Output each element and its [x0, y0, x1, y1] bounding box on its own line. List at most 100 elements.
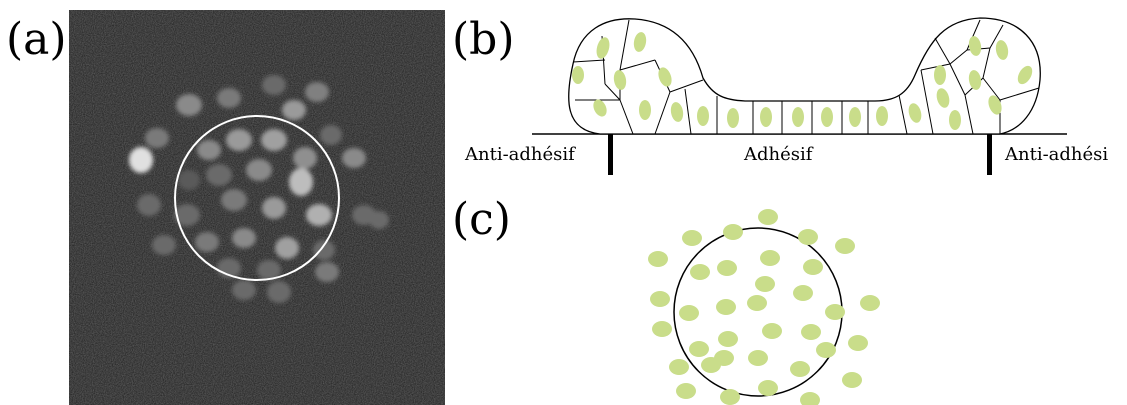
micrograph-nucleus	[315, 262, 339, 282]
diagram-nucleus	[727, 108, 739, 128]
micrograph-image	[69, 10, 445, 405]
top-view-nucleus	[762, 323, 782, 339]
region-label-adhesif: Adhésif	[743, 144, 814, 165]
micrograph-nucleus	[195, 232, 219, 252]
top-view-nucleus	[803, 259, 823, 275]
micrograph-nucleus	[232, 228, 256, 248]
diagram-nucleus	[995, 40, 1009, 60]
top-view-nucleus	[860, 295, 880, 311]
panel-a-label: (a)	[6, 14, 67, 65]
diagram-nuclei	[572, 32, 1033, 130]
adhesive-disk-outline	[673, 227, 843, 397]
micrograph-nucleus	[305, 82, 329, 102]
micrograph-nucleus	[293, 147, 317, 169]
top-view-nuclei	[648, 209, 880, 405]
top-view-nucleus	[701, 357, 721, 373]
boundary-bar-right	[987, 134, 992, 175]
diagram-nucleus	[949, 110, 961, 130]
diagram-nucleus	[633, 32, 647, 52]
top-view-nucleus	[842, 372, 862, 388]
diagram-nucleus	[670, 102, 684, 122]
micrograph-nucleus	[257, 260, 281, 280]
top-view-nucleus	[798, 229, 818, 245]
top-view-nucleus	[758, 380, 778, 396]
top-view-nucleus	[716, 299, 736, 315]
micrograph-nucleus	[226, 129, 252, 151]
region-label-anti-adhesif-left: Anti-adhésif	[464, 144, 576, 165]
micrograph-nucleus	[261, 129, 287, 151]
micrograph-nucleus	[262, 197, 286, 219]
diagram-nucleus	[908, 103, 922, 123]
top-view-nucleus	[747, 295, 767, 311]
diagram-nucleus	[968, 36, 982, 56]
top-view-nucleus	[825, 304, 845, 320]
micrograph-nucleus	[267, 281, 291, 303]
micrograph-nucleus	[129, 147, 153, 173]
top-view-nucleus	[816, 342, 836, 358]
micrograph-nucleus	[320, 125, 342, 145]
top-view-nucleus	[835, 238, 855, 254]
top-view-nucleus	[717, 260, 737, 276]
diagram-nucleus	[876, 106, 888, 126]
micrograph-nucleus	[289, 168, 313, 196]
micrograph-nucleus	[174, 204, 200, 226]
top-view-nucleus	[758, 209, 778, 225]
micrograph-nucleus	[221, 189, 247, 211]
diagram-nucleus	[849, 107, 861, 127]
micrograph-nucleus	[313, 240, 335, 260]
diagram-nucleus	[613, 70, 627, 90]
diagram-nucleus	[697, 106, 709, 126]
boundary-bar-left	[608, 134, 613, 175]
region-label-anti-adhesif-right: Anti-adhési	[1004, 144, 1108, 165]
micrograph-nucleus	[262, 75, 286, 95]
micrograph-nucleus	[306, 204, 332, 226]
micrograph-nucleus	[197, 140, 221, 160]
top-view-nucleus	[720, 389, 740, 405]
top-view-nucleus	[682, 230, 702, 246]
top-view-nucleus	[801, 324, 821, 340]
micrograph-nucleus	[282, 100, 306, 120]
diagram-nucleus	[934, 65, 946, 85]
micrograph-nucleus	[232, 280, 256, 300]
top-view-nucleus	[676, 383, 696, 399]
diagram-nucleus	[593, 99, 607, 117]
diagram-nucleus	[658, 67, 672, 87]
diagram-nucleus	[596, 37, 610, 59]
diagram-nucleus	[968, 70, 982, 90]
top-view-nucleus	[679, 305, 699, 321]
panel-b-label: (b)	[452, 14, 515, 65]
micrograph-noise	[69, 10, 445, 405]
top-view-nucleus	[669, 359, 689, 375]
diagram-nucleus	[792, 107, 804, 127]
top-view-nucleus	[790, 361, 810, 377]
micrograph-nucleus	[275, 237, 299, 259]
top-view-nucleus	[652, 321, 672, 337]
diagram-nucleus	[760, 107, 772, 127]
micrograph-nucleus	[206, 164, 232, 186]
diagram-nucleus	[936, 88, 950, 108]
cross-section-diagram: Anti-adhésif Adhésif Anti-adhési	[464, 17, 1108, 175]
diagram-nucleus	[639, 100, 651, 120]
top-view-nucleus	[848, 335, 868, 351]
top-view-nucleus	[718, 331, 738, 347]
top-view-nucleus	[650, 291, 670, 307]
top-view-nucleus	[748, 350, 768, 366]
cell-boundaries	[572, 19, 1040, 135]
top-view-nucleus	[800, 392, 820, 405]
top-view-nucleus	[689, 341, 709, 357]
diagram-nucleus	[988, 95, 1002, 115]
diagram-nucleus	[572, 66, 584, 84]
tissue-outline	[568, 17, 1041, 135]
micrograph-ring	[174, 115, 340, 281]
panel-c-label: (c)	[452, 194, 511, 245]
top-view-nucleus	[648, 251, 668, 267]
top-view-nucleus	[760, 250, 780, 266]
micrograph-nuclei	[129, 75, 389, 303]
micrograph-nucleus	[152, 235, 176, 255]
diagram-nucleus	[1017, 65, 1033, 85]
micrograph-nucleus	[178, 170, 200, 190]
top-view-nucleus	[690, 264, 710, 280]
micrograph-nucleus	[137, 194, 161, 216]
micrograph-nucleus	[176, 94, 202, 116]
micrograph-nucleus	[369, 211, 389, 229]
